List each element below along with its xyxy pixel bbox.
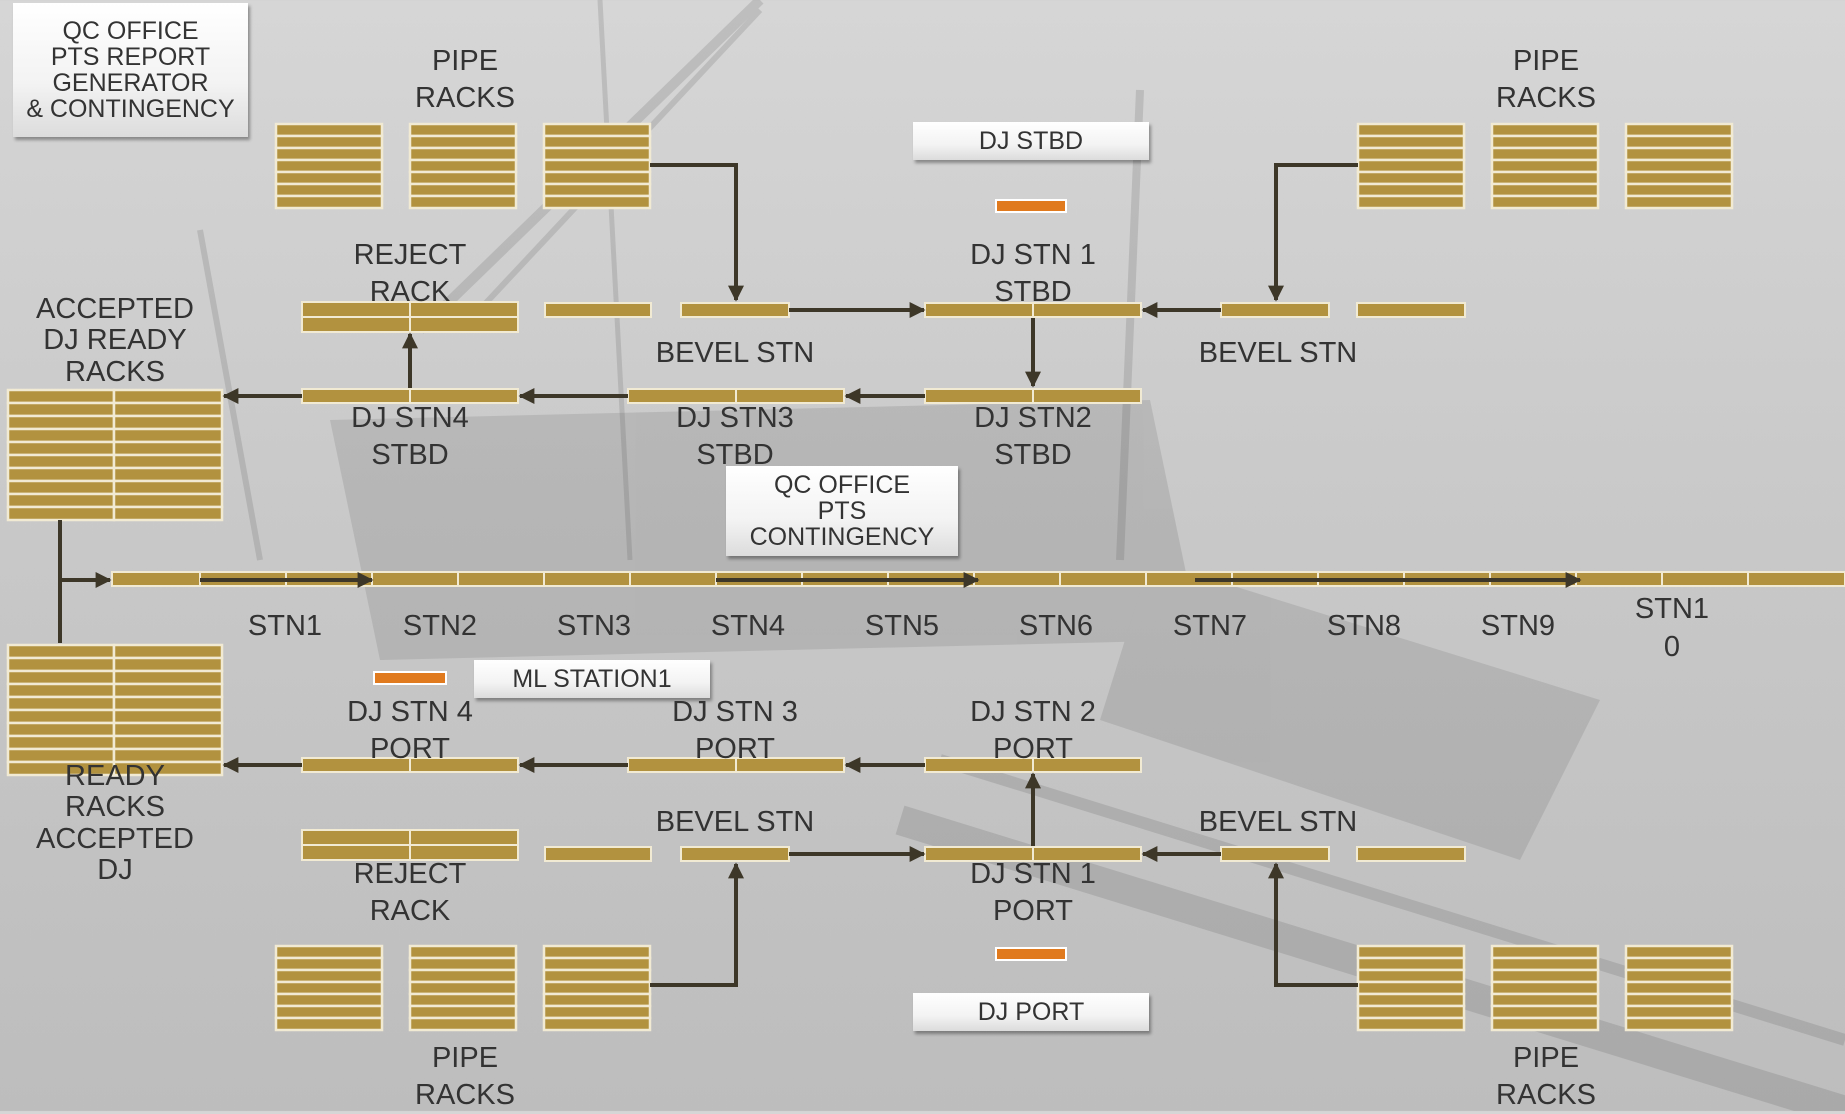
stbd-dj-stn4 bbox=[301, 388, 519, 404]
stbd-pipe-racks-right-label: PIPE RACKS bbox=[1496, 45, 1596, 114]
main-line-flow-arrows bbox=[58, 520, 1582, 643]
port-dj-stn2-label: DJ STN 2 PORT bbox=[970, 696, 1096, 765]
port-accepted-racks-label: READY RACKS ACCEPTED DJ bbox=[36, 760, 194, 886]
qc-office-report-generator-box: QC OFFICE PTS REPORT GENERATOR & CONTING… bbox=[13, 3, 248, 137]
station-label: STN6 bbox=[1018, 610, 1094, 642]
port-reject-rack-label: REJECT RACK bbox=[353, 858, 467, 927]
station-label: STN8 bbox=[1326, 610, 1402, 642]
stbd-pipe-rack-3 bbox=[542, 122, 652, 210]
stbd-pipe-rack-4 bbox=[1356, 122, 1466, 210]
stbd-reject-rack-label: REJECT RACK bbox=[353, 239, 467, 308]
stbd-dj-stn2 bbox=[924, 388, 1142, 404]
port-pipe-rack-5 bbox=[1490, 944, 1600, 1032]
port-flow-arrows bbox=[222, 757, 1358, 987]
stbd-pipe-rack-6 bbox=[1624, 122, 1734, 210]
stbd-pipe-racks-left-label: PIPE RACKS bbox=[415, 45, 515, 114]
port-pipe-rack-4 bbox=[1356, 944, 1466, 1032]
stbd-bevel-right-segments bbox=[1220, 302, 1466, 318]
stbd-pipe-rack-2 bbox=[408, 122, 518, 210]
port-reject-rack bbox=[301, 829, 519, 861]
stbd-flow-arrows bbox=[222, 163, 1358, 404]
stbd-reject-rack bbox=[301, 301, 519, 333]
dj-port-status-marker bbox=[995, 947, 1067, 961]
port-dj-stn3-label: DJ STN 3 PORT bbox=[672, 696, 798, 765]
port-pipe-rack-3 bbox=[542, 944, 652, 1032]
port-dj-stn2 bbox=[924, 757, 1142, 773]
station-label: STN2 bbox=[402, 610, 478, 642]
station-label: STN1 0 bbox=[1634, 593, 1710, 663]
ml-station1-box: ML STATION1 bbox=[474, 660, 710, 698]
qc-office-contingency-box: QC OFFICE PTS CONTINGENCY bbox=[726, 466, 958, 556]
port-bevel-right-label: BEVEL STN bbox=[1198, 806, 1358, 838]
port-pipe-racks-right-label: PIPE RACKS bbox=[1496, 1042, 1596, 1111]
ml-station1-status-marker bbox=[373, 671, 447, 685]
station-label: STN4 bbox=[710, 610, 786, 642]
stbd-bevel-right-label: BEVEL STN bbox=[1198, 337, 1358, 369]
dj-port-box: DJ PORT bbox=[913, 993, 1149, 1031]
station-label: STN7 bbox=[1172, 610, 1248, 642]
port-dj-stn4-label: DJ STN 4 PORT bbox=[347, 696, 473, 765]
port-bevel-left-segments bbox=[544, 846, 790, 862]
port-pipe-racks-left-label: PIPE RACKS bbox=[415, 1042, 515, 1111]
dj-stbd-status-marker bbox=[995, 199, 1067, 213]
stbd-dj-stn1-label: DJ STN 1 STBD bbox=[970, 239, 1096, 308]
port-pipe-rack-2 bbox=[408, 944, 518, 1032]
stbd-pipe-rack-1 bbox=[274, 122, 384, 210]
port-pipe-rack-1 bbox=[274, 944, 384, 1032]
port-dj-stn4 bbox=[301, 757, 519, 773]
stbd-pipe-rack-5 bbox=[1490, 122, 1600, 210]
station-label: STN9 bbox=[1480, 610, 1556, 642]
stbd-bevel-left-segments bbox=[544, 302, 790, 318]
dj-stbd-box: DJ STBD bbox=[913, 122, 1149, 160]
port-dj-stn1-label: DJ STN 1 PORT bbox=[970, 858, 1096, 927]
station-label: STN1 bbox=[247, 610, 323, 642]
stbd-dj-stn3-label: DJ STN3 STBD bbox=[676, 402, 794, 471]
stbd-dj-stn4-label: DJ STN4 STBD bbox=[351, 402, 469, 471]
port-bevel-right-segments bbox=[1220, 846, 1466, 862]
station-label: STN3 bbox=[556, 610, 632, 642]
stbd-dj-stn2-label: DJ STN2 STBD bbox=[974, 402, 1092, 471]
stbd-accepted-racks-label: ACCEPTED DJ READY RACKS bbox=[36, 293, 194, 388]
port-accepted-dj-ready-racks bbox=[6, 643, 224, 777]
station-label: STN5 bbox=[864, 610, 940, 642]
port-bevel-left-label: BEVEL STN bbox=[655, 806, 815, 838]
port-dj-stn3 bbox=[627, 757, 845, 773]
stbd-bevel-left-label: BEVEL STN bbox=[655, 337, 815, 369]
port-pipe-rack-6 bbox=[1624, 944, 1734, 1032]
stbd-accepted-dj-ready-racks bbox=[6, 388, 224, 522]
